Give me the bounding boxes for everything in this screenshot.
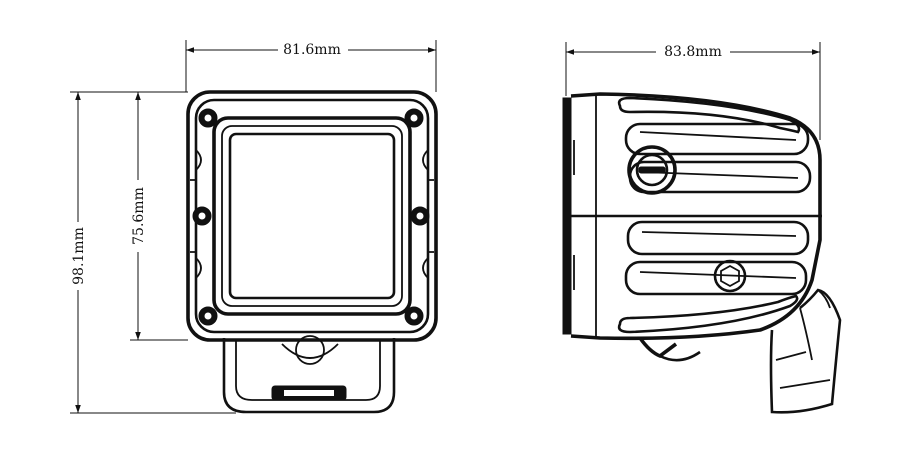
bolt-top-left	[198, 108, 218, 128]
housing-height-dimension: 75.6mm	[130, 91, 188, 341]
overall-height-dimension: 98.1mm	[70, 91, 236, 414]
lens-bezel	[212, 116, 412, 316]
lens	[228, 132, 396, 300]
bolt-bottom-right	[404, 306, 424, 326]
front-width-dimension: 81.6mm	[185, 40, 437, 92]
side-housing	[570, 92, 822, 341]
overall-height-label: 98.1mm	[71, 227, 87, 285]
bolt-bottom-left	[198, 306, 218, 326]
front-width-label: 81.6mm	[283, 42, 341, 58]
bolt-mid-right	[410, 206, 430, 226]
front-plate	[562, 97, 572, 335]
adjustment-knob	[627, 145, 677, 195]
side-view-light	[562, 92, 842, 414]
mount-pivot	[281, 343, 339, 359]
housing-outer	[186, 90, 438, 342]
side-depth-label: 83.8mm	[664, 44, 722, 60]
side-depth-dimension: 83.8mm	[565, 42, 821, 140]
housing-height-label: 75.6mm	[131, 187, 147, 245]
bolt-mid-left	[192, 206, 212, 226]
cooling-fins	[617, 96, 812, 334]
cable	[638, 336, 701, 362]
bolt-top-right	[404, 108, 424, 128]
hex-bolt	[713, 259, 747, 293]
mount-hand	[769, 288, 842, 414]
front-view-light	[186, 90, 438, 414]
